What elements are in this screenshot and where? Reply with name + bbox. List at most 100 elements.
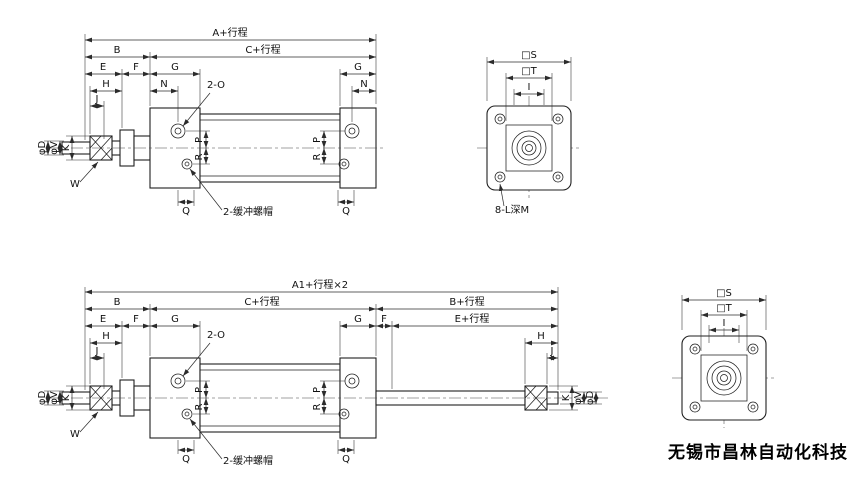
- dim-q-label: Q: [182, 206, 190, 217]
- dim-e-label: E: [100, 62, 106, 73]
- dim-t-label: □T: [716, 303, 732, 314]
- dim-c-label: C+行程: [244, 295, 279, 308]
- dim-j: J: [90, 94, 105, 139]
- dim-a-stroke: A+行程: [84, 26, 377, 140]
- company-watermark: 无锡市昌林自动化科技: [667, 442, 848, 463]
- dim-r-left: R: [193, 148, 210, 165]
- dim-e: E: [85, 62, 123, 128]
- callout-port-2o: 2-O: [182, 80, 225, 127]
- dim-q-right: Q: [337, 190, 355, 217]
- dim-e-stroke: E+行程: [392, 312, 558, 329]
- callout-cushion-nut: 2-缓冲螺帽: [189, 168, 273, 218]
- dim-r-label: R: [312, 153, 323, 160]
- dim-p-label: P: [312, 387, 323, 393]
- dim-n-left: N: [150, 79, 179, 122]
- dim-e-label: E: [100, 314, 106, 325]
- dim-g-label: G: [171, 314, 179, 325]
- dim-p-label: P: [312, 137, 323, 143]
- dim-g-left: G: [150, 62, 201, 106]
- dim-b: B: [85, 297, 151, 356]
- dim-k-label: K: [61, 394, 72, 401]
- dim-k-left: K: [61, 385, 92, 411]
- flange-outline: [486, 105, 572, 191]
- dim-w-label: W: [70, 179, 80, 190]
- dim-f-right: F: [376, 314, 393, 389]
- dim-i-label: I: [723, 318, 726, 329]
- bolt-holes-label: 8-L深M: [495, 204, 529, 216]
- dim-b-stroke: B+行程: [376, 295, 558, 312]
- dim-t-square: □T: [700, 303, 748, 351]
- dim-g-label: G: [354, 314, 362, 325]
- inner-square: [505, 124, 553, 172]
- bottom-cylinder-end-view: □S □T I: [672, 288, 776, 428]
- top-cylinder-end-view: □S □T I 8-L深M: [477, 50, 581, 216]
- bottom-side-geometry: [50, 357, 610, 439]
- dim-w-label: W: [70, 429, 80, 440]
- dim-c-stroke: C+行程: [150, 43, 376, 60]
- port-callout-label: 2-O: [207, 330, 225, 341]
- dim-k-right: K: [549, 385, 578, 411]
- head-cushion-screw: [181, 158, 193, 170]
- head-cushion-screw: [181, 408, 193, 420]
- dim-r-label: R: [194, 153, 205, 160]
- dim-q-label: Q: [342, 454, 350, 465]
- dim-p-left: P: [186, 130, 210, 148]
- dim-k-label: K: [561, 394, 572, 401]
- dim-h: H: [89, 79, 122, 134]
- dim-h-right: H: [524, 331, 558, 384]
- dim-t-label: □T: [521, 66, 537, 77]
- dim-a1-label: A1+行程×2: [292, 278, 348, 291]
- dim-j-label: J: [95, 346, 99, 357]
- callout-w: W: [70, 411, 99, 440]
- dim-f-label: F: [133, 62, 139, 73]
- dim-c-stroke: C+行程: [150, 295, 377, 356]
- dim-r-label: R: [312, 403, 323, 410]
- dim-g-label: G: [354, 62, 362, 73]
- dim-phi-d-label: φD: [585, 391, 596, 406]
- dim-f: F: [122, 62, 150, 77]
- top-side-geometry: [50, 107, 386, 189]
- dim-e: E: [85, 314, 123, 378]
- dim-b-label: B: [114, 45, 121, 56]
- dim-s-label: □S: [716, 288, 732, 299]
- dim-p-right: P: [312, 380, 345, 398]
- dim-h-label: H: [102, 331, 110, 342]
- head-port-hole: [170, 373, 186, 389]
- callout-bolt-holes: 8-L深M: [495, 183, 529, 216]
- mounting-bolt-holes: [689, 343, 759, 413]
- dim-phi-v-label: φV: [49, 391, 60, 405]
- dim-r-right: R: [312, 398, 339, 415]
- dim-n-label: N: [160, 79, 167, 90]
- dim-h-label: H: [102, 79, 110, 90]
- dim-j-left: J: [90, 346, 105, 389]
- dim-g-left: G: [150, 314, 201, 356]
- dim-f-label: F: [133, 314, 139, 325]
- dim-k-label: K: [61, 144, 72, 151]
- port-callout-label: 2-O: [207, 80, 225, 91]
- dim-g-right: G: [339, 314, 376, 356]
- dim-g-right: G: [339, 62, 376, 106]
- callout-w: W: [70, 161, 99, 190]
- dim-j-label: J: [550, 346, 554, 357]
- dim-q-label: Q: [342, 206, 350, 217]
- dim-s-label: □S: [521, 50, 537, 61]
- dim-j-label: J: [95, 94, 99, 105]
- cushion-nut-label: 2-缓冲螺帽: [223, 205, 273, 218]
- mounting-bolt-holes: [494, 113, 564, 183]
- cushion-nut-label: 2-缓冲螺帽: [223, 454, 273, 467]
- dim-j-right: J: [546, 346, 558, 384]
- dim-f-left: F: [122, 314, 150, 329]
- callout-cushion-nut: 2-缓冲螺帽: [189, 418, 273, 467]
- dim-p-right: P: [312, 130, 345, 148]
- callout-port-2o: 2-O: [182, 330, 225, 377]
- dim-n-label: N: [360, 79, 367, 90]
- dim-b: B: [85, 45, 151, 106]
- dim-p-label: P: [194, 137, 205, 143]
- dim-n-right: N: [351, 79, 376, 122]
- dim-r-left: R: [193, 398, 210, 415]
- dim-a-label: A+行程: [212, 26, 247, 39]
- dim-r-right: R: [312, 148, 339, 165]
- head-port-hole: [170, 123, 186, 139]
- dim-q-left: Q: [177, 190, 195, 217]
